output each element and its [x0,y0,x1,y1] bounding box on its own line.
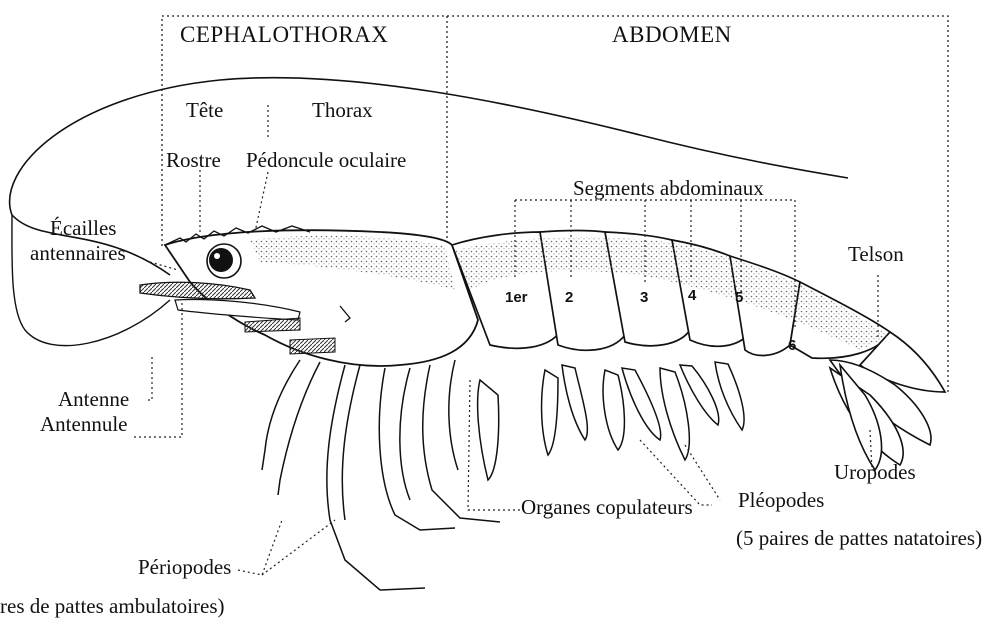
pleopods [478,362,744,480]
label-cephalothorax: CEPHALOTHORAX [180,23,388,46]
label-abdomen: ABDOMEN [612,23,732,46]
label-antenne: Antenne [58,389,129,410]
label-antennule: Antennule [40,414,127,435]
segment-number-2: 2 [565,290,573,305]
segment-number-1: 1er [505,290,528,305]
label-organes: Organes copulateurs [521,497,693,518]
label-uropodes: Uropodes [834,462,916,483]
segment-number-3: 3 [640,290,648,305]
label-telson: Telson [848,244,904,265]
label-thorax: Thorax [312,100,373,121]
segment-number-5: 5 [735,290,743,305]
label-rostre: Rostre [166,150,221,171]
label-pedoncule: Pédoncule oculaire [246,150,406,171]
periopods [262,360,500,590]
label-ecailles: Écailles [50,218,116,239]
segment-number-4: 4 [688,288,696,303]
eye-pupil [209,248,233,272]
label-pleopodes-note: (5 paires de pattes natatoires) [736,528,982,549]
label-periopodes-note: res de pattes ambulatoires) [0,596,225,617]
label-tete: Tête [186,100,223,121]
label-antennaires: antennaires [30,243,126,264]
cephalothorax-box [162,16,447,246]
segment-number-6: 6 [788,338,796,353]
label-pleopodes: Pléopodes [738,490,824,511]
label-segments: Segments abdominaux [573,178,764,199]
label-periopodes: Périopodes [138,557,231,578]
